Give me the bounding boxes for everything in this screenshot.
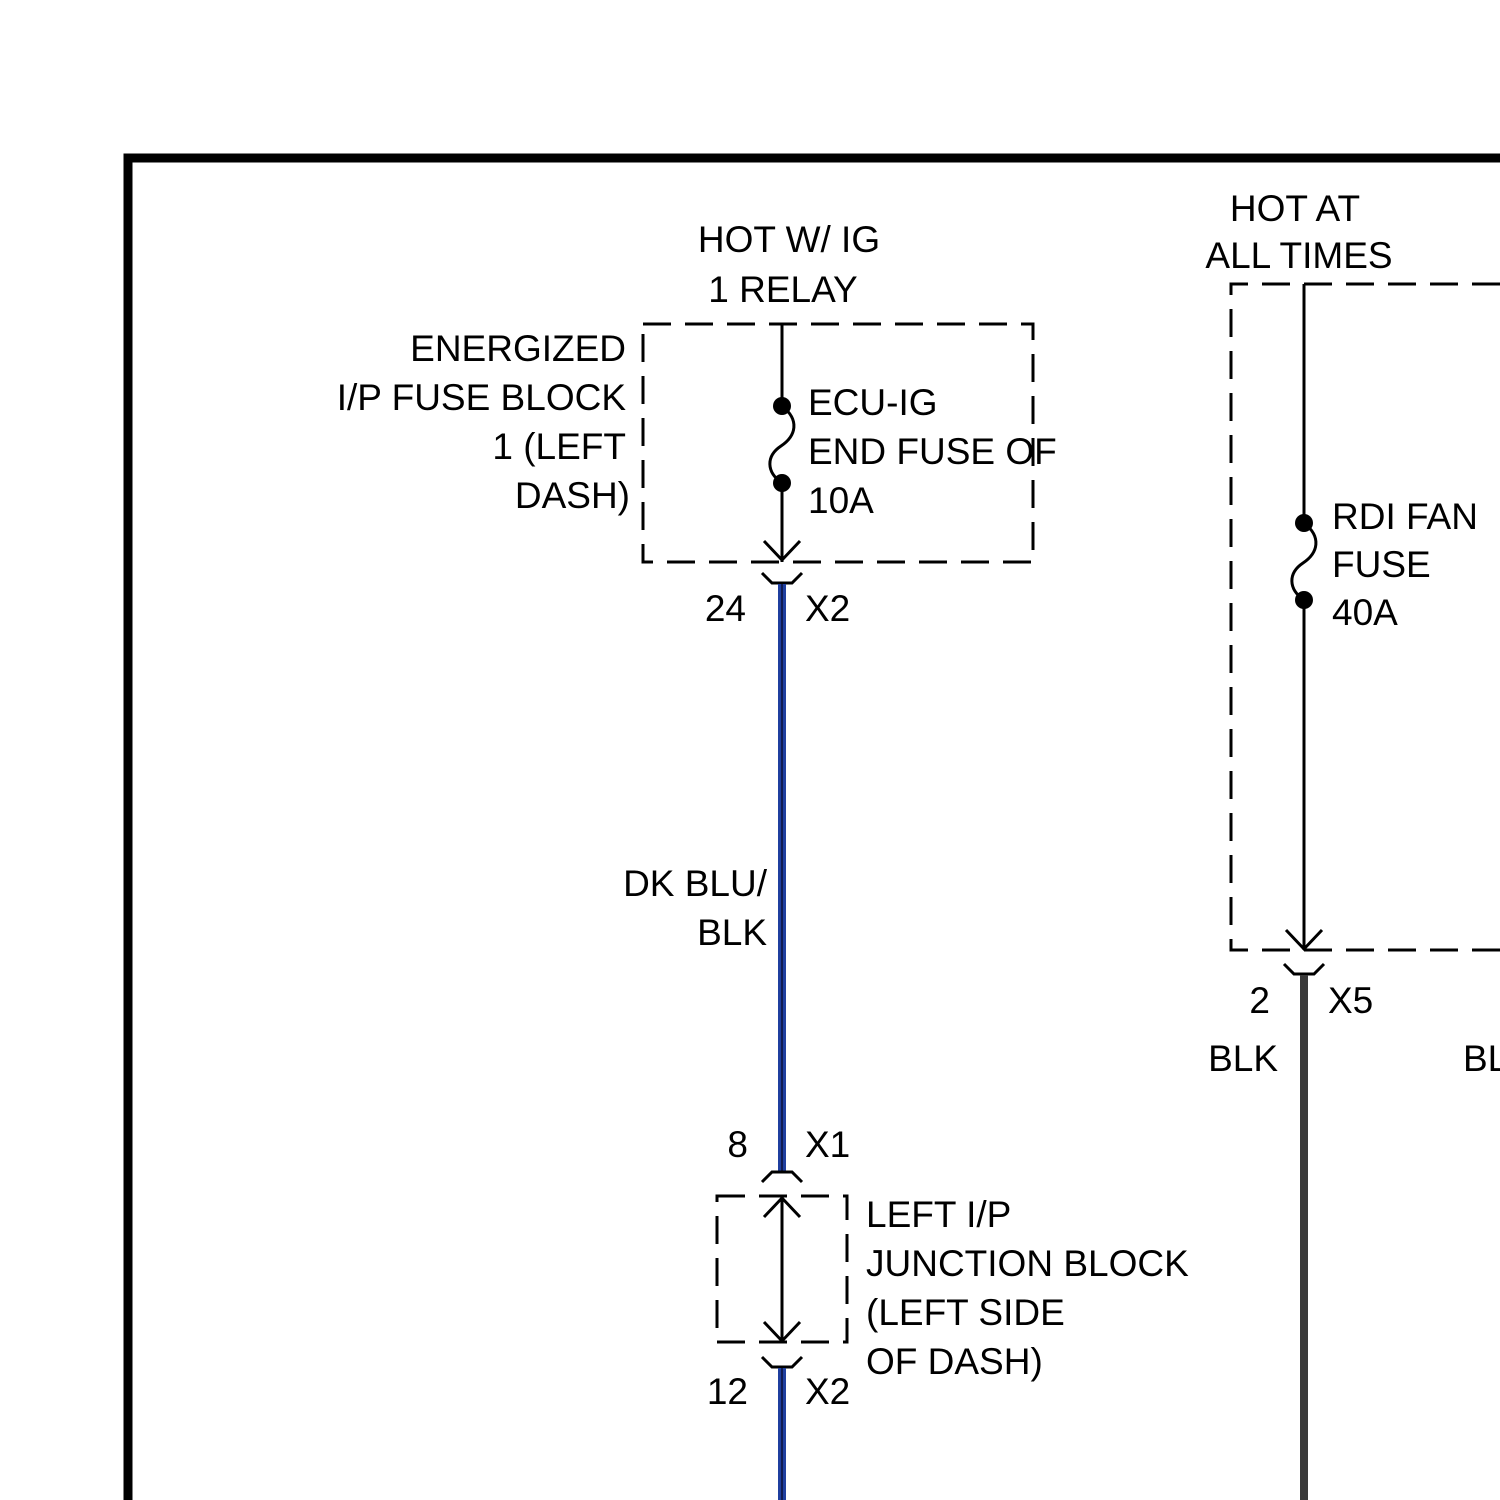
left-ip-junction-block-group: 8 X1 LEFT I/P JUNCTION BLOCK (LEFT SIDE … (707, 1124, 1189, 1500)
x2-out-connector-cap-icon (762, 1357, 802, 1367)
ecu-ig-fuse-label-line2: END FUSE OF (808, 431, 1057, 472)
rdi-fan-fuse-icon (1292, 523, 1316, 600)
x2-connector-cap-icon (762, 573, 802, 583)
rdi-fan-fuse-label-line1: RDI FAN (1332, 496, 1478, 537)
rdi-fuse-box-group: HOT AT ALL TIMES RDI FAN FUSE 40A 2 X5 B… (1205, 188, 1500, 1500)
junction-block-label-line3: (LEFT SIDE (866, 1292, 1065, 1333)
ip-fuse-block-group: HOT W/ IG 1 RELAY ENERGIZED I/P FUSE BLO… (337, 219, 1057, 629)
rdi-fan-fuse-label-line3: 40A (1332, 592, 1398, 633)
x5-connector-id: X5 (1328, 980, 1373, 1021)
x2-out-connector-id: X2 (805, 1371, 850, 1412)
x1-connector-id: X1 (805, 1124, 850, 1165)
hot-at-all-times-label-line2: ALL TIMES (1205, 235, 1392, 276)
rdi-fan-fuse-label-line2: FUSE (1332, 544, 1431, 585)
x2-out-connector-pin: 12 (707, 1371, 748, 1412)
ip-fuse-block-label-line4: DASH) (515, 475, 630, 516)
ip-fuse-block-label-line2: I/P FUSE BLOCK (337, 377, 627, 418)
x5-connector-pin: 2 (1249, 980, 1270, 1021)
junction-block-label-line1: LEFT I/P (866, 1194, 1011, 1235)
blk-wire-label-clipped: BL (1463, 1038, 1500, 1079)
dk-blu-blk-wire-group: DK BLU/ BLK (623, 584, 782, 1172)
x1-connector-cap-icon (762, 1172, 802, 1182)
hot-w-ig-label-line2: 1 RELAY (708, 269, 857, 310)
diagram-frame (128, 158, 1500, 1500)
x2-connector-id: X2 (805, 588, 850, 629)
hot-w-ig-label-line1: HOT W/ IG (698, 219, 880, 260)
x5-connector-cap-icon (1284, 964, 1324, 974)
ecu-ig-fuse-icon (770, 406, 794, 483)
dk-blu-blk-wire-label-line1: DK BLU/ (623, 863, 768, 904)
ecu-ig-fuse-label-line3: 10A (808, 480, 874, 521)
dk-blu-blk-wire-label-line2: BLK (697, 912, 767, 953)
ip-fuse-block-label-line1: ENERGIZED (410, 328, 626, 369)
hot-at-all-times-label-line1: HOT AT (1230, 188, 1360, 229)
blk-wire-label: BLK (1208, 1038, 1278, 1079)
ecu-ig-fuse-label-line1: ECU-IG (808, 382, 938, 423)
junction-block-label-line4: OF DASH) (866, 1341, 1043, 1382)
junction-block-label-line2: JUNCTION BLOCK (866, 1243, 1189, 1284)
x1-connector-pin: 8 (727, 1124, 748, 1165)
x2-connector-pin: 24 (705, 588, 746, 629)
ip-fuse-block-label-line3: 1 (LEFT (492, 426, 626, 467)
